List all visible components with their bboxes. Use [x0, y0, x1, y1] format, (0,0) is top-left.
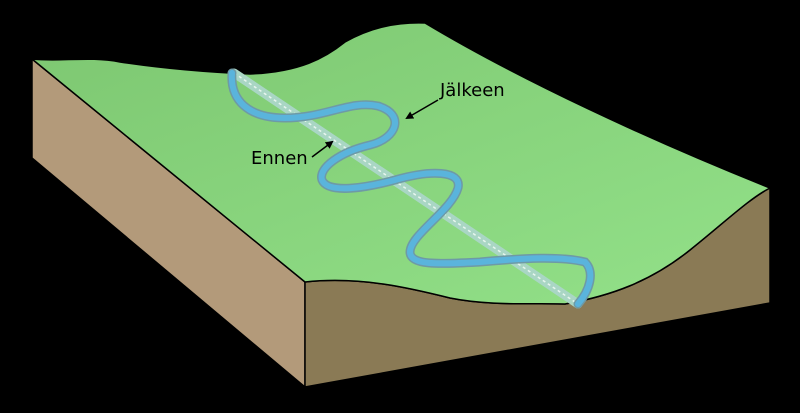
after-label: Jälkeen: [439, 80, 505, 101]
before-label: Ennen: [251, 148, 308, 169]
